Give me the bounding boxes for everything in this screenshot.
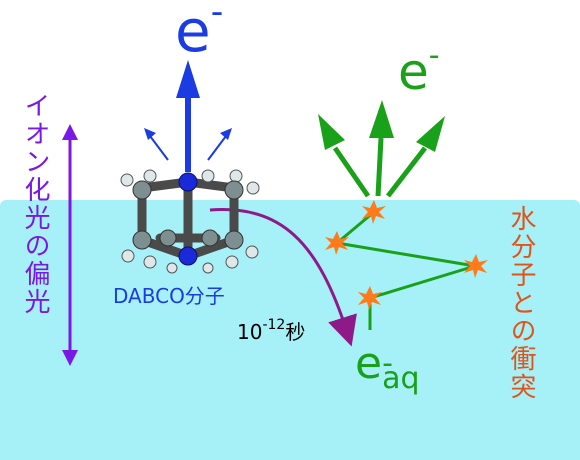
collision-stars [325,200,488,310]
electron-base: e [175,0,211,65]
blue-emission-arrows [144,60,232,172]
water-region [0,200,580,460]
ionization-polarization-label: イオン化光の偏光 [20,92,50,316]
collision-star [358,286,382,310]
electron-base: e [398,43,429,101]
time-unit: 秒 [285,320,306,344]
collision-path [333,210,476,330]
collision-star [362,200,386,224]
water-collision-label: 水分子との衝突 [506,205,536,401]
collision-star [325,231,349,255]
electron-charge: - [428,38,440,73]
electron-label-green: e- [398,38,440,101]
electron-charge: - [382,346,393,381]
dabco-molecule [120,169,260,274]
solvated-electron-charge: e- [355,342,393,401]
polarization-arrow [62,124,78,366]
time-base: 10 [237,320,263,344]
dabco-label: DABCO分子 [113,284,225,308]
green-emission-arrows [318,100,445,198]
electron-charge: - [210,0,224,32]
time-exponent: -12 [262,317,286,333]
electron-base: e [355,338,383,389]
aq-subscript: aq [382,361,420,396]
solvated-electron-label: eaq [355,342,420,401]
time-label: 10-12秒 [237,316,305,345]
collision-star [464,254,488,278]
electron-label-blue: e- [175,0,223,65]
